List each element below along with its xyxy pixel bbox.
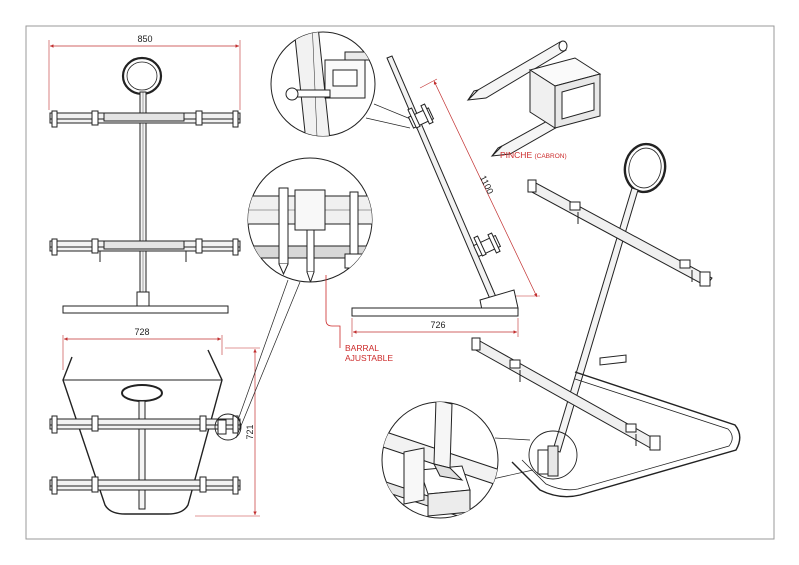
dimension-721-label: 721	[245, 424, 255, 439]
leader-line	[237, 279, 289, 421]
dimension-726-label: 726	[430, 320, 445, 330]
leader-line	[365, 117, 411, 129]
dimension-726: 726	[351, 318, 519, 337]
dimension-721: 721	[195, 347, 260, 517]
pinche-detail: PINCHE (CABRON)	[466, 40, 602, 160]
isometric-view	[471, 142, 741, 498]
dimension-850: 850	[48, 34, 241, 110]
barral-label-line1: BARRAL	[345, 343, 379, 353]
dimension-728: 728	[62, 327, 223, 370]
barral-label-line2: AJUSTABLE	[345, 353, 393, 363]
leader-line	[494, 437, 531, 441]
dimension-850-label: 850	[137, 34, 152, 44]
detail-base-bracket	[381, 401, 499, 519]
leader-line	[373, 103, 414, 121]
side-view: 1100 726	[351, 55, 540, 337]
barral-label: BARRAL AJUSTABLE	[325, 275, 393, 363]
dimension-728-label: 728	[134, 327, 149, 337]
plan-view: 728 721	[49, 327, 260, 517]
front-view: 850	[48, 34, 241, 314]
pinche-label-main: PINCHE	[500, 150, 534, 160]
detail-bolt-clamp	[270, 31, 376, 137]
detail-adjustable-bar	[247, 157, 373, 283]
pinche-label: PINCHE (CABRON)	[500, 150, 567, 160]
pinche-label-paren: (CABRON)	[534, 153, 566, 160]
dimension-1100-label: 1100	[478, 174, 495, 196]
leader-line	[235, 281, 301, 439]
sheet-border	[25, 25, 775, 540]
